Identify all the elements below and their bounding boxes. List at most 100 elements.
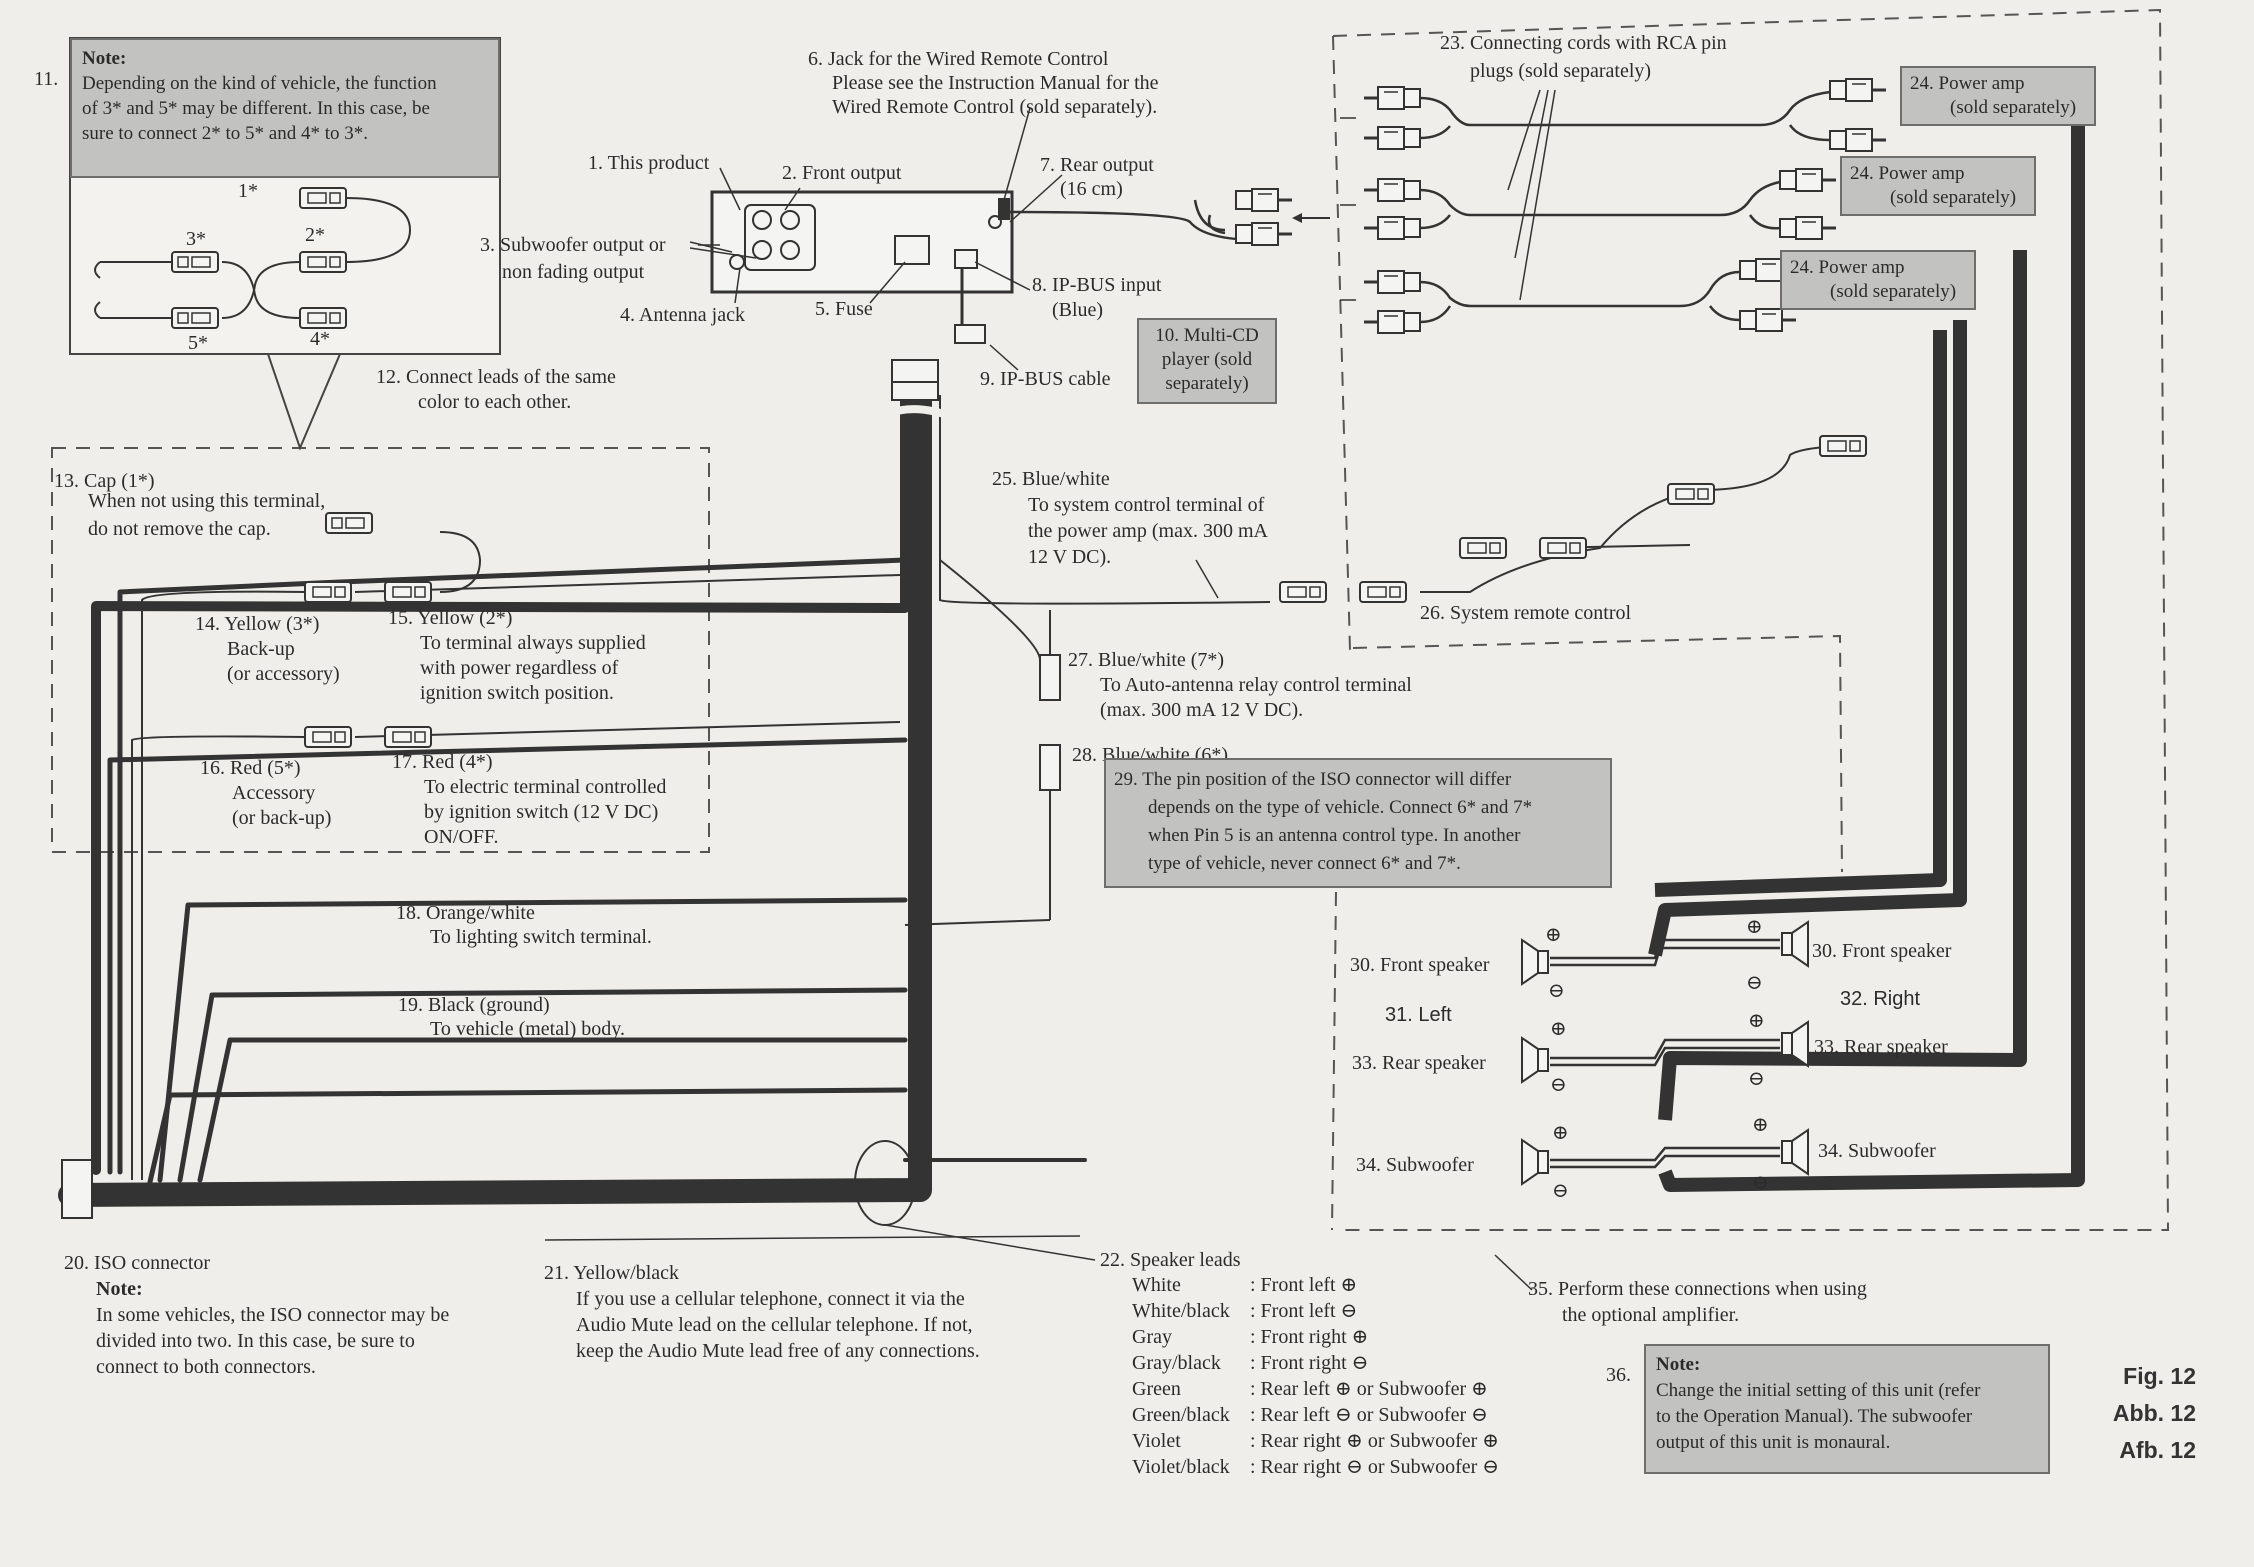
iso-note-line-3: connect to both connectors.: [96, 1356, 316, 1378]
label-connect-same-color-2: color to each other.: [418, 391, 572, 413]
label-system-remote: 26. System remote control: [1420, 602, 1632, 624]
label-cap: 13. Cap (1*): [54, 470, 155, 492]
note-29-line-1: 29. The pin position of the ISO connecto…: [1114, 769, 1512, 790]
lead-row: Gray: Front right ⊕: [1132, 1324, 1499, 1350]
label-wired-remote-note-1: Please see the Instruction Manual for th…: [832, 72, 1159, 94]
note-36-line-2: to the Operation Manual). The subwoofer: [1656, 1406, 1973, 1427]
label-multicd-3: separately): [1165, 373, 1249, 394]
power-amp-2-sub: (sold separately): [1890, 187, 2017, 208]
yellow-black-line-1: If you use a cellular telephone, connect…: [576, 1288, 965, 1310]
label-subwoofer-left: 34. Subwoofer: [1356, 1154, 1474, 1176]
lead-dest: : Rear right ⊕ or Subwoofer ⊕: [1250, 1430, 1500, 1452]
lead-row: Violet : Rear right ⊕ or Subwoofer ⊕: [1132, 1428, 1499, 1454]
red-4-line-1: To electric terminal controlled: [424, 776, 667, 798]
red-5-line-1: Accessory: [232, 782, 316, 804]
lead-row: White/black: Front left ⊖: [1132, 1298, 1499, 1324]
label-left: 31. Left: [1385, 1004, 1452, 1026]
label-optional-amp-2: the optional amplifier.: [1562, 1304, 1740, 1326]
power-amp-3-sub: (sold separately): [1830, 281, 1957, 302]
note-29-line-3: when Pin 5 is an antenna control type. I…: [1148, 825, 1521, 846]
label-blue-white-25: 25. Blue/white To system control termina…: [992, 466, 1268, 570]
label-front-speaker-left: 30. Front speaker: [1350, 954, 1490, 976]
label-rca-cords-2: plugs (sold separately): [1470, 60, 1652, 82]
yellow-2-title: 15. Yellow (2*): [388, 607, 513, 629]
red-4-line-2: by ignition switch (12 V DC): [424, 801, 659, 823]
iso-note-title: Note:: [96, 1278, 143, 1300]
lead-dest: : Front right ⊕: [1250, 1326, 1369, 1348]
label-yellow-2: 15. Yellow (2*) To terminal always suppl…: [388, 606, 646, 706]
label-wired-remote-jack: 6. Jack for the Wired Remote Control: [808, 48, 1109, 70]
label-yellow-black: 21. Yellow/black If you use a cellular t…: [544, 1260, 980, 1364]
power-amp-1: 24. Power amp (sold separately): [1900, 66, 2096, 126]
lead-color: Green/black: [1132, 1404, 1230, 1426]
label-multicd-1: 10. Multi-CD: [1155, 325, 1259, 346]
lead-color: Violet/black: [1132, 1456, 1230, 1478]
label-ipbus-input-color: (Blue): [1052, 299, 1104, 321]
label-front-speaker-right: 30. Front speaker: [1812, 940, 1952, 962]
lead-color: Violet: [1132, 1430, 1181, 1452]
label-yellow-3: 14. Yellow (3*) Back-up (or accessory): [195, 612, 340, 687]
note-29-box: 29. The pin position of the ISO connecto…: [1104, 758, 1612, 888]
label-ipbus-input: 8. IP-BUS input: [1032, 274, 1162, 296]
note-11-line-2: of 3* and 5* may be different. In this c…: [82, 98, 430, 119]
yellow-black-title: 21. Yellow/black: [544, 1262, 679, 1284]
note-11-number: 11.: [34, 68, 59, 90]
blue-white-27-line-1: To Auto-antenna relay control terminal: [1100, 674, 1412, 696]
lead-dest: : Rear left ⊖ or Subwoofer ⊖: [1250, 1404, 1488, 1426]
red-4-title: 17. Red (4*): [392, 751, 493, 773]
mark-3: 3*: [186, 228, 206, 250]
lead-dest: : Front left ⊕: [1250, 1274, 1358, 1296]
blue-white-25-line-2: the power amp (max. 300 mA: [1028, 520, 1268, 542]
blue-white-25-title: 25. Blue/white: [992, 468, 1110, 490]
iso-note-line-2: divided into two. In this case, be sure …: [96, 1330, 415, 1352]
speaker-leads-table: White : Front left ⊕ White/black: Front l…: [1132, 1272, 1499, 1480]
label-speaker-leads: 22. Speaker leads: [1100, 1249, 1241, 1271]
note-29-line-2: depends on the type of vehicle. Connect …: [1148, 797, 1533, 818]
yellow-2-line-3: ignition switch position.: [420, 682, 614, 704]
lead-dest: : Front left ⊖: [1250, 1300, 1358, 1322]
note-11-line-1: Depending on the kind of vehicle, the fu…: [82, 73, 437, 94]
figure-number: Fig. 12 Abb. 12 Afb. 12: [2080, 1358, 2196, 1469]
label-rca-cords: 23. Connecting cords with RCA pin: [1440, 32, 1727, 54]
label-multicd-2: player (sold: [1161, 349, 1253, 370]
yellow-2-line-2: with power regardless of: [420, 657, 619, 679]
label-right: 32. Right: [1840, 988, 1921, 1010]
yellow-3-line-1: Back-up: [227, 638, 295, 660]
plus-mark: ⊕: [1752, 1114, 1769, 1136]
power-amp-1-title: 24. Power amp: [1910, 73, 2025, 94]
plus-mark: ⊕: [1550, 1018, 1567, 1040]
plus-mark: ⊕: [1552, 1122, 1569, 1144]
mark-2: 2*: [305, 224, 325, 246]
label-red-4: 17. Red (4*) To electric terminal contro…: [392, 750, 666, 850]
lead-color: White: [1132, 1274, 1181, 1296]
label-front-output: 2. Front output: [782, 162, 902, 184]
minus-mark: ⊖: [1552, 1180, 1569, 1202]
power-amp-1-sub: (sold separately): [1950, 97, 2077, 118]
lead-color: Gray/black: [1132, 1352, 1221, 1374]
yellow-3-line-2: (or accessory): [227, 663, 340, 685]
note-36-number: 36.: [1606, 1364, 1631, 1386]
label-iso-connector: 20. ISO connector Note: In some vehicles…: [64, 1250, 449, 1380]
note-36-title: Note:: [1656, 1354, 1701, 1375]
red-5-title: 16. Red (5*): [200, 757, 301, 779]
label-fuse: 5. Fuse: [815, 298, 873, 320]
lead-row: Violet/black : Rear right ⊖ or Subwoofer …: [1132, 1454, 1499, 1480]
label-rear-speaker-left: 33. Rear speaker: [1352, 1052, 1486, 1074]
red-5-line-2: (or back-up): [232, 807, 332, 829]
blue-white-25-line-3: 12 V DC).: [1028, 546, 1112, 568]
label-black-ground: 19. Black (ground): [398, 994, 550, 1016]
label-subwoofer-output: 3. Subwoofer output or: [480, 234, 666, 256]
lead-row: White : Front left ⊕: [1132, 1272, 1499, 1298]
mark-1: 1*: [238, 180, 258, 202]
lead-dest: : Rear right ⊖ or Subwoofer ⊖: [1250, 1456, 1500, 1478]
label-cap-note-2: do not remove the cap.: [88, 518, 271, 540]
minus-mark: ⊖: [1748, 1068, 1765, 1090]
lead-row: Gray/black: Front right ⊖: [1132, 1350, 1499, 1376]
iso-connector-title: 20. ISO connector: [64, 1252, 211, 1274]
note-11-line-3: sure to connect 2* to 5* and 4* to 3*.: [82, 123, 369, 144]
plus-mark: ⊕: [1545, 924, 1562, 946]
lead-row: Green: Rear left ⊕ or Subwoofer ⊕: [1132, 1376, 1499, 1402]
lead-color: Green: [1132, 1378, 1181, 1400]
plus-mark: ⊕: [1748, 1010, 1765, 1032]
